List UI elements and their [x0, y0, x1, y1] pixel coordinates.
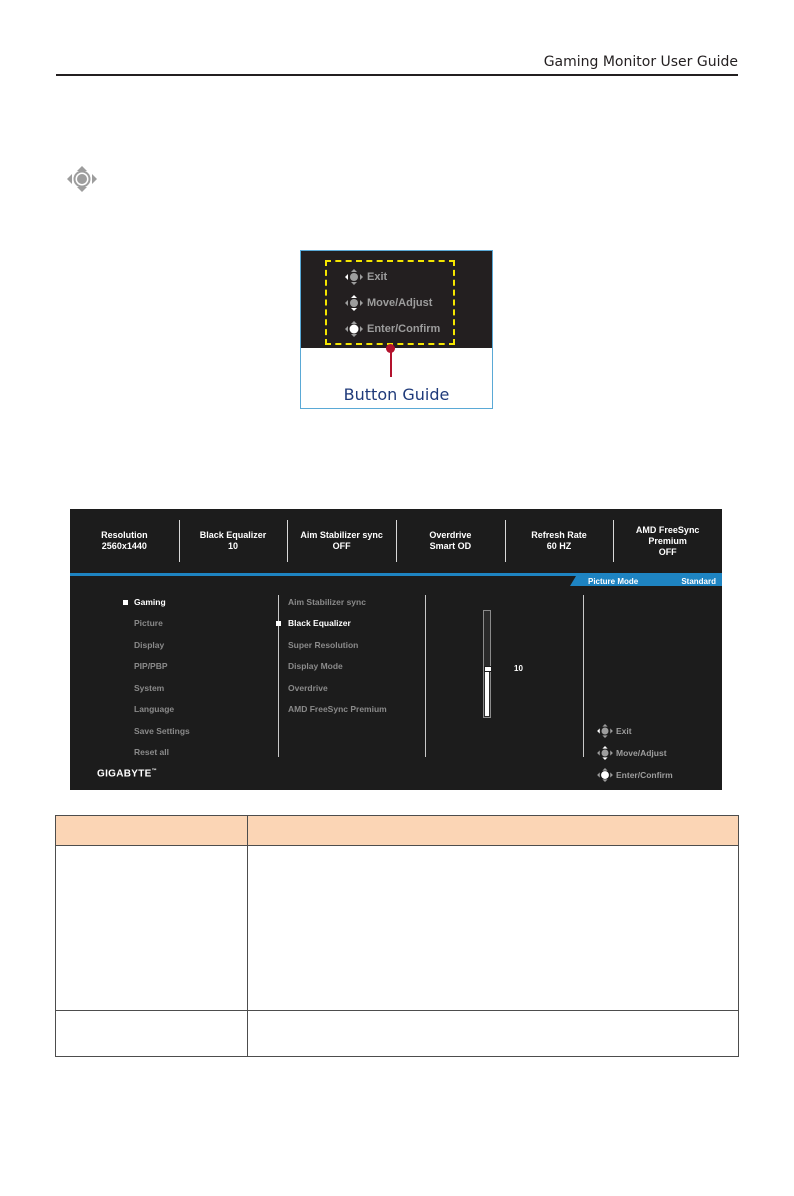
info-value: 10	[227, 541, 238, 551]
guide-enter-row: Enter/Confirm	[345, 320, 440, 338]
menu-item-language[interactable]: Language	[134, 704, 175, 714]
osd-accent-bar	[70, 573, 722, 576]
menu-item-save-settings[interactable]: Save Settings	[134, 726, 190, 736]
info-label: Resolution	[101, 530, 148, 540]
brand-name: GIGABYTE	[97, 768, 152, 780]
menu-item-pip-pbp[interactable]: PIP/PBP	[134, 661, 168, 671]
submenu-aim-stabilizer[interactable]: Aim Stabilizer sync	[288, 597, 366, 607]
button-guide-panel: Exit Move/Adjust Enter/Confirm	[301, 251, 492, 348]
guide-move-row: Move/Adjust	[345, 294, 432, 312]
info-value: 60 HZ	[546, 541, 572, 551]
joystick-press-icon	[345, 321, 363, 337]
submenu-black-equalizer[interactable]: Black Equalizer	[288, 618, 351, 628]
joystick-press-icon	[597, 768, 613, 782]
menu-item-reset-all[interactable]: Reset all	[134, 747, 169, 757]
slider-handle[interactable]	[484, 666, 492, 672]
menu-item-display[interactable]: Display	[134, 640, 165, 650]
column-divider	[583, 595, 584, 757]
guide-exit-row: Exit	[345, 268, 387, 286]
button-guide-figure: Exit Move/Adjust Enter/Confirm Button Gu…	[300, 250, 493, 409]
osd-guide-enter: Enter/Confirm	[597, 768, 673, 782]
joystick-left-icon	[345, 269, 363, 285]
header-title: Gaming Monitor User Guide	[543, 54, 738, 70]
info-label: AMD FreeSync Premium	[635, 524, 700, 546]
joystick-updown-icon	[345, 295, 363, 311]
header-rule	[56, 74, 738, 76]
brand-mark: ™	[151, 768, 157, 774]
osd-guide-enter-label: Enter/Confirm	[616, 770, 673, 780]
submenu-overdrive[interactable]: Overdrive	[288, 683, 328, 693]
selected-marker	[276, 621, 281, 626]
picture-mode-value: Standard	[681, 576, 716, 586]
slider-fill	[485, 669, 489, 716]
table-row-divider	[56, 1010, 738, 1011]
menu-item-gaming[interactable]: Gaming	[134, 597, 166, 607]
callout-line	[390, 347, 392, 377]
callout-dot	[386, 344, 395, 353]
info-label: Refresh Rate	[531, 530, 587, 540]
column-divider	[425, 595, 426, 757]
submenu-super-resolution[interactable]: Super Resolution	[288, 640, 359, 650]
info-label: Black Equalizer	[199, 530, 267, 540]
menu-item-system[interactable]: System	[134, 683, 165, 693]
submenu-freesync[interactable]: AMD FreeSync Premium	[288, 704, 387, 714]
selected-marker	[123, 600, 128, 605]
joystick-updown-icon	[597, 746, 613, 760]
page-header: Gaming Monitor User Guide	[56, 52, 738, 74]
info-value: OFF	[658, 546, 677, 557]
joystick-icon	[66, 165, 98, 198]
table-header-row	[56, 816, 738, 846]
info-value: OFF	[332, 541, 351, 551]
picture-mode-label: Picture Mode	[588, 576, 639, 586]
info-value: Smart OD	[429, 541, 472, 551]
osd-guide-move: Move/Adjust	[597, 746, 667, 760]
info-label: Overdrive	[429, 530, 472, 540]
joystick-left-icon	[597, 724, 613, 738]
info-value: 2560x1440	[101, 541, 147, 551]
submenu-display-mode[interactable]: Display Mode	[288, 661, 343, 671]
table-column-divider	[247, 816, 248, 1056]
column-divider	[278, 595, 279, 757]
picture-mode-tab: Picture Mode Standard	[570, 576, 722, 586]
black-equalizer-slider[interactable]	[483, 610, 492, 718]
osd-guide-move-label: Move/Adjust	[616, 748, 667, 758]
description-table	[55, 815, 739, 1057]
guide-enter-label: Enter/Confirm	[367, 323, 441, 335]
button-guide-caption: Button Guide	[343, 385, 450, 404]
slider-value: 10	[514, 664, 523, 673]
guide-exit-label: Exit	[367, 271, 388, 283]
osd-guide-exit-label: Exit	[616, 726, 632, 736]
osd-guide-exit: Exit	[597, 724, 632, 738]
brand-logo: GIGABYTE™	[97, 768, 157, 779]
info-label: Aim Stabilizer sync	[300, 530, 383, 540]
guide-move-label: Move/Adjust	[367, 297, 433, 309]
menu-item-picture[interactable]: Picture	[134, 618, 163, 628]
